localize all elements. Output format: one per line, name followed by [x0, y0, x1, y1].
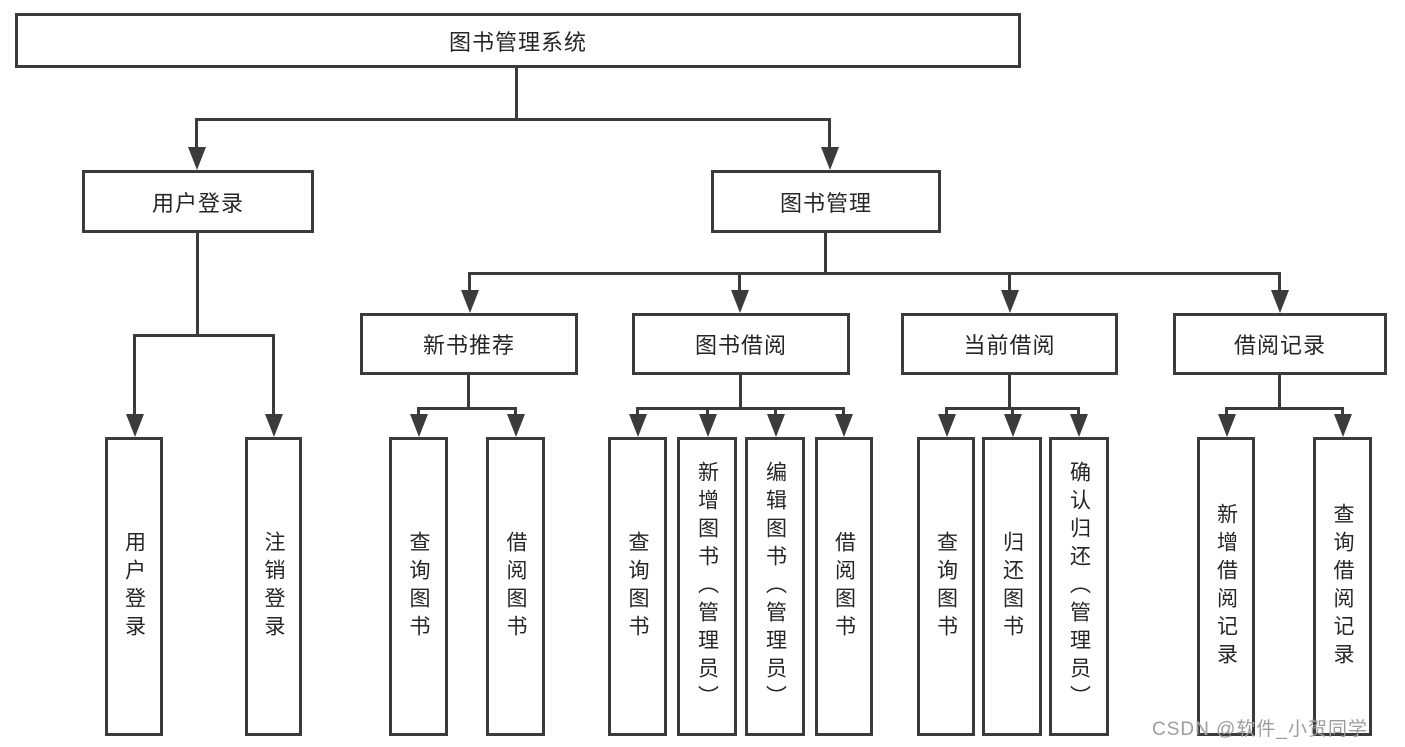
- connector-line: [468, 272, 1281, 275]
- leaf-current-query-books: 查询图书: [917, 437, 975, 736]
- connector-line: [417, 407, 420, 417]
- node-new-book-recommend-label: 新书推荐: [422, 333, 515, 358]
- arrowhead-down-icon: [767, 414, 785, 437]
- leaf-newbook-query-books: 查询图书: [389, 437, 448, 736]
- node-new-book-recommend: 新书推荐: [360, 313, 578, 375]
- node-root-label: 图书管理系统: [448, 29, 587, 55]
- leaf-edit-books-admin-label: 编辑图书（管理员）: [763, 460, 787, 713]
- connector-line: [195, 118, 831, 121]
- arrowhead-down-icon: [938, 414, 956, 437]
- leaf-confirm-return-admin-label: 确认归还（管理员）: [1067, 460, 1091, 713]
- node-book-borrow-label: 图书借阅: [694, 333, 787, 358]
- arrowhead-down-icon: [629, 414, 647, 437]
- leaf-query-borrow-record-label: 查询借阅记录: [1331, 502, 1354, 671]
- arrowhead-down-icon: [835, 414, 853, 437]
- leaf-borrow-query-books-label: 查询图书: [626, 530, 649, 643]
- connector-line: [514, 407, 517, 417]
- leaf-add-books-admin: 新增图书（管理员）: [677, 437, 737, 736]
- leaf-newbook-borrow-books: 借阅图书: [486, 437, 545, 736]
- leaf-return-books: 归还图书: [982, 437, 1042, 736]
- connector-line: [636, 407, 639, 417]
- connector-line: [945, 407, 948, 417]
- arrowhead-down-icon: [1218, 414, 1236, 437]
- connector-line: [1008, 272, 1011, 292]
- leaf-logout: 注销登录: [245, 437, 302, 736]
- connector-line: [739, 375, 742, 410]
- node-root: 图书管理系统: [15, 13, 1021, 68]
- arrowhead-down-icon: [265, 414, 283, 437]
- arrowhead-down-icon: [461, 290, 479, 313]
- node-borrow-records: 借阅记录: [1173, 313, 1387, 375]
- connector-line: [272, 334, 275, 416]
- leaf-add-books-admin-label: 新增图书（管理员）: [695, 460, 719, 713]
- leaf-borrow-query-books: 查询图书: [608, 437, 667, 736]
- leaf-newbook-borrow-books-label: 借阅图书: [504, 530, 527, 643]
- node-book-management-label: 图书管理: [779, 190, 872, 216]
- arrowhead-down-icon: [731, 290, 749, 313]
- connector-line: [133, 334, 275, 337]
- connector-line: [515, 68, 518, 121]
- arrowhead-down-icon: [1070, 414, 1088, 437]
- leaf-current-query-books-label: 查询图书: [934, 530, 958, 643]
- connector-line: [1278, 272, 1281, 292]
- connector-line: [706, 407, 709, 417]
- connector-line: [1077, 407, 1080, 417]
- leaf-query-borrow-record: 查询借阅记录: [1313, 437, 1372, 736]
- node-book-borrow: 图书借阅: [632, 313, 850, 375]
- node-borrow-records-label: 借阅记录: [1233, 333, 1326, 358]
- leaf-confirm-return-admin: 确认归还（管理员）: [1049, 437, 1109, 736]
- connector-line: [738, 272, 741, 292]
- connector-line: [828, 118, 831, 149]
- arrowhead-down-icon: [821, 147, 839, 170]
- node-user-login: 用户登录: [82, 170, 314, 233]
- connector-line: [1225, 407, 1228, 417]
- arrowhead-down-icon: [188, 147, 206, 170]
- leaf-add-borrow-record: 新增借阅记录: [1197, 437, 1255, 736]
- connector-line: [417, 407, 517, 410]
- connector-line: [774, 407, 777, 417]
- leaf-add-borrow-record-label: 新增借阅记录: [1214, 502, 1238, 671]
- connector-line: [1225, 407, 1344, 410]
- leaf-return-books-label: 归还图书: [1000, 530, 1024, 643]
- node-current-borrow: 当前借阅: [901, 313, 1118, 375]
- csdn-watermark: CSDN @软件_小贺同学: [1152, 719, 1368, 740]
- arrowhead-down-icon: [1001, 290, 1019, 313]
- node-current-borrow-label: 当前借阅: [963, 333, 1056, 358]
- connector-line: [133, 334, 136, 416]
- connector-line: [467, 375, 470, 410]
- connector-line: [1008, 375, 1011, 410]
- connector-line: [1011, 407, 1014, 417]
- connector-line: [468, 272, 471, 292]
- arrowhead-down-icon: [1334, 414, 1352, 437]
- leaf-logout-label: 注销登录: [262, 530, 285, 643]
- connector-line: [195, 118, 198, 149]
- connector-line: [1341, 407, 1344, 417]
- leaf-borrow-borrow-books: 借阅图书: [815, 437, 873, 736]
- connector-line: [824, 233, 827, 275]
- node-book-management: 图书管理: [711, 170, 941, 233]
- leaf-newbook-query-books-label: 查询图书: [407, 530, 430, 643]
- arrowhead-down-icon: [1004, 414, 1022, 437]
- arrowhead-down-icon: [126, 414, 144, 437]
- connector-line: [1278, 375, 1281, 410]
- connector-line: [636, 407, 845, 410]
- connector-line: [196, 233, 199, 337]
- leaf-borrow-borrow-books-label: 借阅图书: [832, 530, 856, 643]
- arrowhead-down-icon: [410, 414, 428, 437]
- leaf-edit-books-admin: 编辑图书（管理员）: [745, 437, 805, 736]
- arrowhead-down-icon: [1271, 290, 1289, 313]
- arrowhead-down-icon: [507, 414, 525, 437]
- node-user-login-label: 用户登录: [151, 190, 244, 216]
- arrowhead-down-icon: [699, 414, 717, 437]
- leaf-user-login-label: 用户登录: [122, 530, 146, 643]
- leaf-user-login: 用户登录: [105, 437, 163, 736]
- connector-line: [842, 407, 845, 417]
